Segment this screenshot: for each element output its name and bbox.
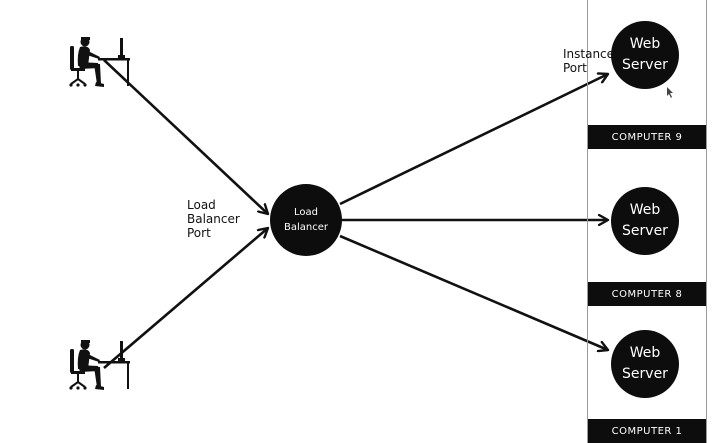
computer-column-right-border (706, 0, 707, 443)
web-server-node-1 (611, 330, 679, 398)
web-server-node-9 (611, 21, 679, 89)
web-server-label-9: Web Server (622, 36, 668, 73)
load-balancer-label: Load Balancer (284, 207, 328, 233)
computer-column-left-border (587, 0, 588, 443)
arrow-client-top-to-lb (103, 59, 268, 214)
arrow-lb-to-server-9 (339, 74, 608, 206)
client-top (68, 36, 131, 88)
web-server-label-1: Web Server (622, 345, 668, 382)
user-at-computer-icon (68, 339, 131, 391)
web-server-node-8 (611, 187, 679, 255)
instance-port-label: Instance Port (563, 47, 615, 75)
arrow-lb-to-server-1 (339, 234, 608, 350)
computer-label-9: COMPUTER 9 (588, 125, 706, 149)
client-bottom (68, 339, 131, 391)
web-server-label-8: Web Server (622, 202, 668, 239)
user-at-computer-icon (68, 36, 131, 88)
arrow-client-bottom-to-lb (103, 228, 268, 369)
load-balancer-node (270, 184, 342, 256)
load-balancer-port-label: Load Balancer Port (187, 198, 240, 240)
computer-label-1: COMPUTER 1 (588, 419, 706, 443)
mouse-cursor-icon (667, 87, 673, 98)
computer-label-8: COMPUTER 8 (588, 282, 706, 306)
